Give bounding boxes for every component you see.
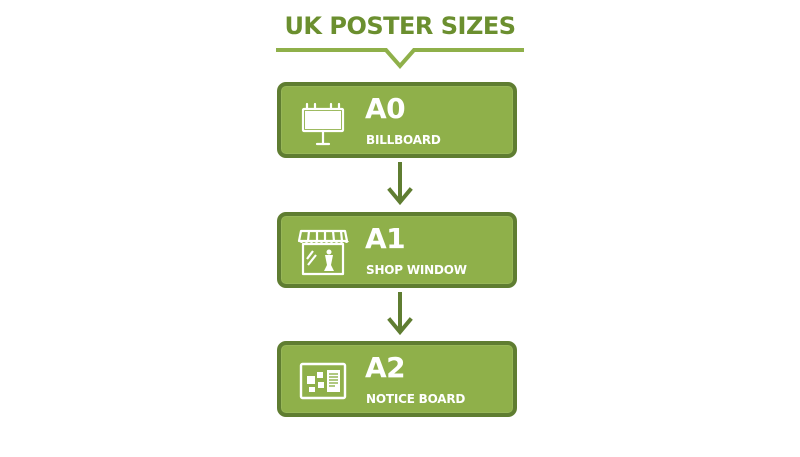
size-code: A2 (365, 351, 406, 384)
billboard-icon (301, 102, 345, 146)
notice-board-icon (299, 362, 347, 400)
page-title: UK POSTER SIZES (284, 12, 516, 40)
down-arrow-icon (387, 292, 413, 336)
title-underline-pointer (276, 48, 524, 70)
shop-window-icon (297, 229, 349, 276)
size-card-a1: A1 SHOP WINDOW (277, 212, 517, 288)
size-label: NOTICE BOARD (366, 392, 466, 406)
size-code: A0 (365, 92, 406, 125)
size-label: SHOP WINDOW (366, 263, 467, 277)
size-label: BILLBOARD (366, 133, 441, 147)
size-code: A1 (365, 222, 406, 255)
size-card-a2: A2 NOTICE BOARD (277, 341, 517, 417)
size-card-a0: A0 BILLBOARD (277, 82, 517, 158)
down-arrow-icon (387, 162, 413, 206)
